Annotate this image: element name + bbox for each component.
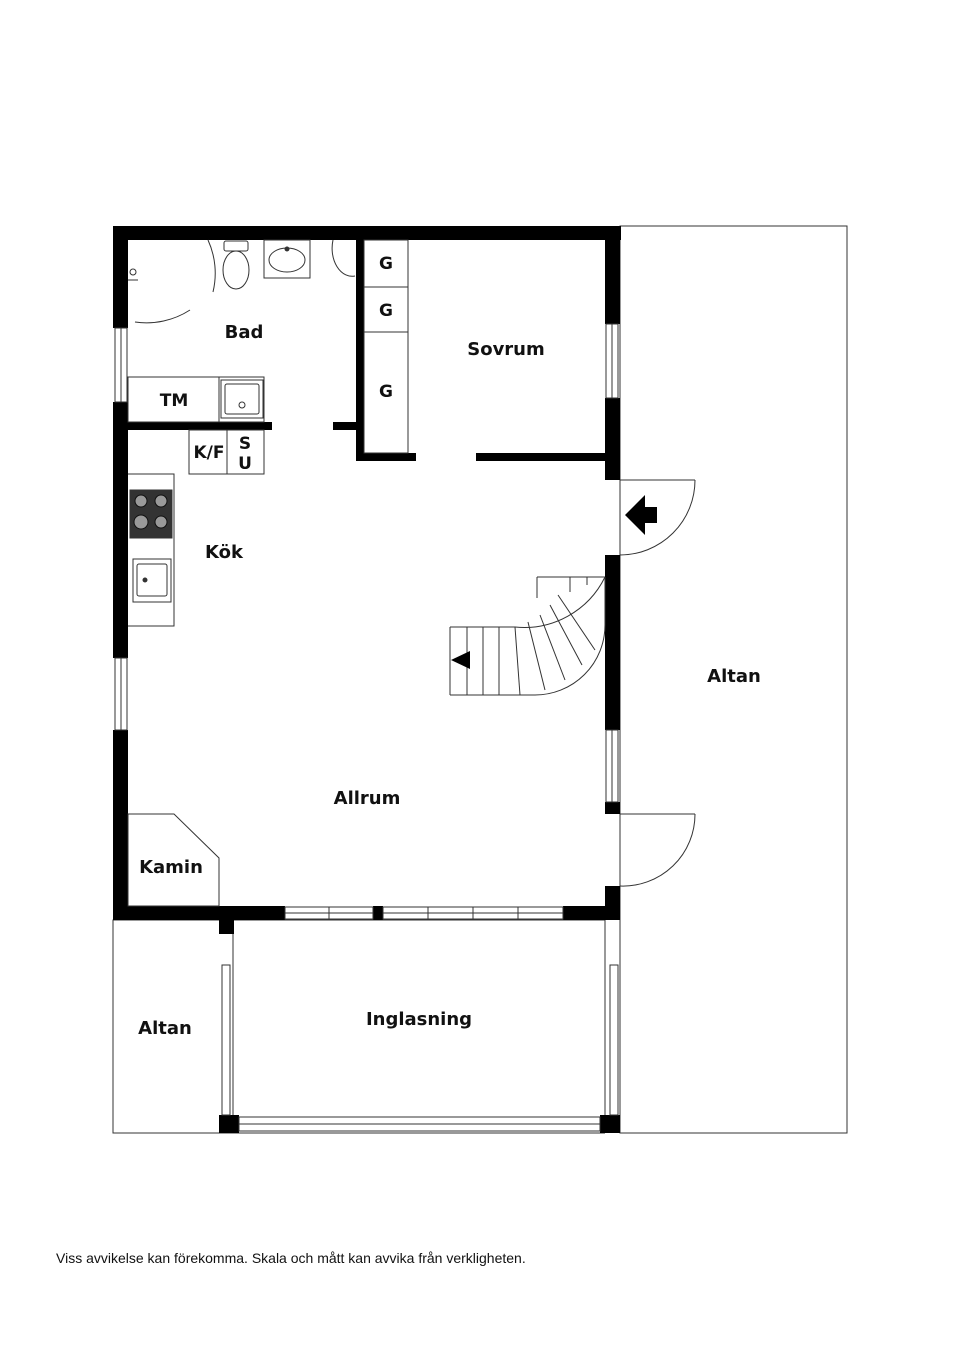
room-label-altan-right: Altan xyxy=(707,666,761,687)
glazing-window-right xyxy=(609,964,619,1116)
room-label-allrum: Allrum xyxy=(334,788,401,809)
fixture-label-g3: G xyxy=(379,382,393,402)
wardrobes xyxy=(363,239,409,454)
fixture-label-su-s: S xyxy=(239,434,251,454)
stair-arrow-icon xyxy=(451,651,470,669)
faucet-icon xyxy=(129,268,137,276)
disclaimer-text: Viss avvikelse kan förekomma. Skala och … xyxy=(56,1250,526,1266)
staircase xyxy=(449,576,606,696)
room-label-kok: Kök xyxy=(205,542,244,563)
fixture-label-kf: K/F xyxy=(194,443,225,463)
shower-icon xyxy=(331,239,356,277)
laundry-counter xyxy=(127,376,265,423)
fixture-label-su-u: U xyxy=(238,454,252,474)
kitchen xyxy=(128,429,265,627)
toilet-tank-icon xyxy=(223,240,249,252)
fireplace-outline xyxy=(127,813,220,907)
walls xyxy=(113,226,621,1133)
storage-cabinet xyxy=(226,429,265,475)
room-label-kamin: Kamin xyxy=(139,857,203,878)
fixture-label-tm: TM xyxy=(160,391,189,411)
doors xyxy=(134,239,696,887)
glazing-window-left xyxy=(221,964,231,1116)
room-label-bad: Bad xyxy=(225,322,264,343)
room-label-inglasning: Inglasning xyxy=(366,1009,472,1030)
entrance-arrow-icon xyxy=(625,495,657,535)
bathroom-fixtures xyxy=(128,239,356,290)
room-label-sovrum: Sovrum xyxy=(467,339,545,360)
sink-icon xyxy=(268,247,306,273)
fridge-cabinet xyxy=(188,429,228,475)
toilet-icon xyxy=(222,250,250,290)
fixture-label-g1: G xyxy=(379,254,393,274)
fixture-label-g2: G xyxy=(379,301,393,321)
room-label-altan-left: Altan xyxy=(138,1018,192,1039)
windows xyxy=(114,323,619,1132)
